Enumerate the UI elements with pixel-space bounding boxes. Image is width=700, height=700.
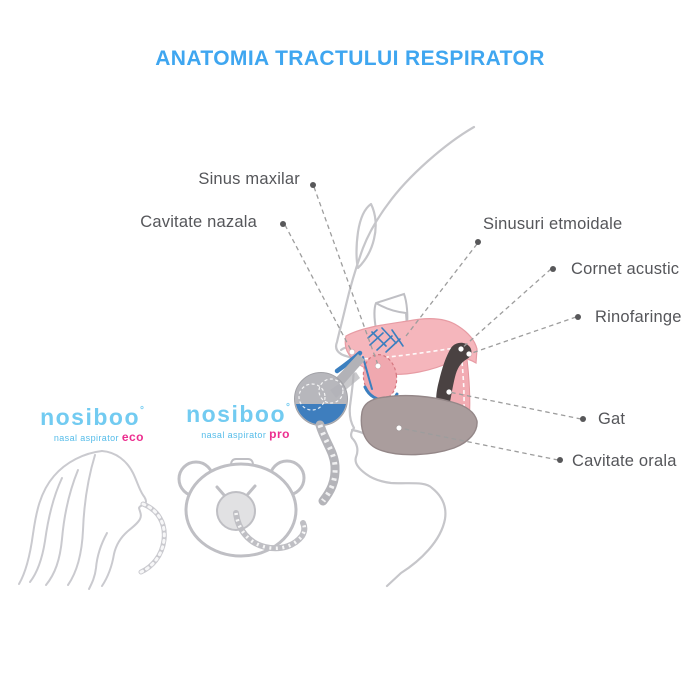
eco-variant-text: eco	[121, 430, 144, 444]
pro-bear-illustration	[177, 458, 308, 558]
label-sinus-maxilar: Sinus maxilar	[198, 170, 300, 188]
aspirator-nozzle	[334, 354, 365, 386]
leader-rinofaringe	[468, 316, 577, 355]
nosiboo-pro-wordmark: nosiboo°	[186, 401, 290, 427]
eco-mouth-tube	[138, 501, 167, 575]
pro-variant-text: pro	[269, 427, 290, 441]
leader-cavitate-orala	[399, 427, 559, 461]
ear-tube-shape	[436, 342, 472, 413]
ethmoid-structure-outline	[373, 292, 409, 330]
bear-tube	[233, 510, 308, 552]
leader-cavitate-nazala	[284, 224, 353, 353]
logo-nosiboo-pro: nosiboo° nasal aspirator pro	[178, 401, 290, 442]
anatomy-anchor-dots	[348, 345, 473, 432]
logo-nosiboo-eco: nosiboo° nasal aspirator eco	[28, 404, 144, 445]
tongue-shape	[360, 394, 478, 456]
aspirator-tube	[315, 420, 340, 506]
nosiboo-eco-wordmark: nosiboo°	[40, 404, 144, 430]
page-title: ANATOMIA TRACTULUI RESPIRATOR	[155, 47, 545, 70]
leader-lines	[284, 186, 582, 461]
label-sinusuri-etmoidale: Sinusuri etmoidale	[483, 215, 623, 233]
label-gat: Gat	[598, 410, 626, 428]
label-cornet-acustic: Cornet acustic	[571, 260, 680, 278]
eco-mother-illustration	[18, 450, 167, 590]
leader-sinusuri-etmoidale	[405, 243, 478, 337]
nosiboo-pro-tagline: nasal aspirator pro	[201, 427, 290, 441]
leader-cornet-acustic	[460, 268, 552, 350]
eyebrow-line	[355, 202, 377, 270]
leader-gat	[448, 391, 582, 420]
label-cavitate-orala: Cavitate orala	[572, 452, 677, 470]
label-dots	[280, 182, 586, 463]
aspirator-head	[294, 354, 365, 506]
nosiboo-eco-tagline: nasal aspirator eco	[53, 430, 144, 444]
label-cavitate-nazala: Cavitate nazala	[140, 213, 257, 231]
label-rinofaringe: Rinofaringe	[595, 308, 682, 326]
